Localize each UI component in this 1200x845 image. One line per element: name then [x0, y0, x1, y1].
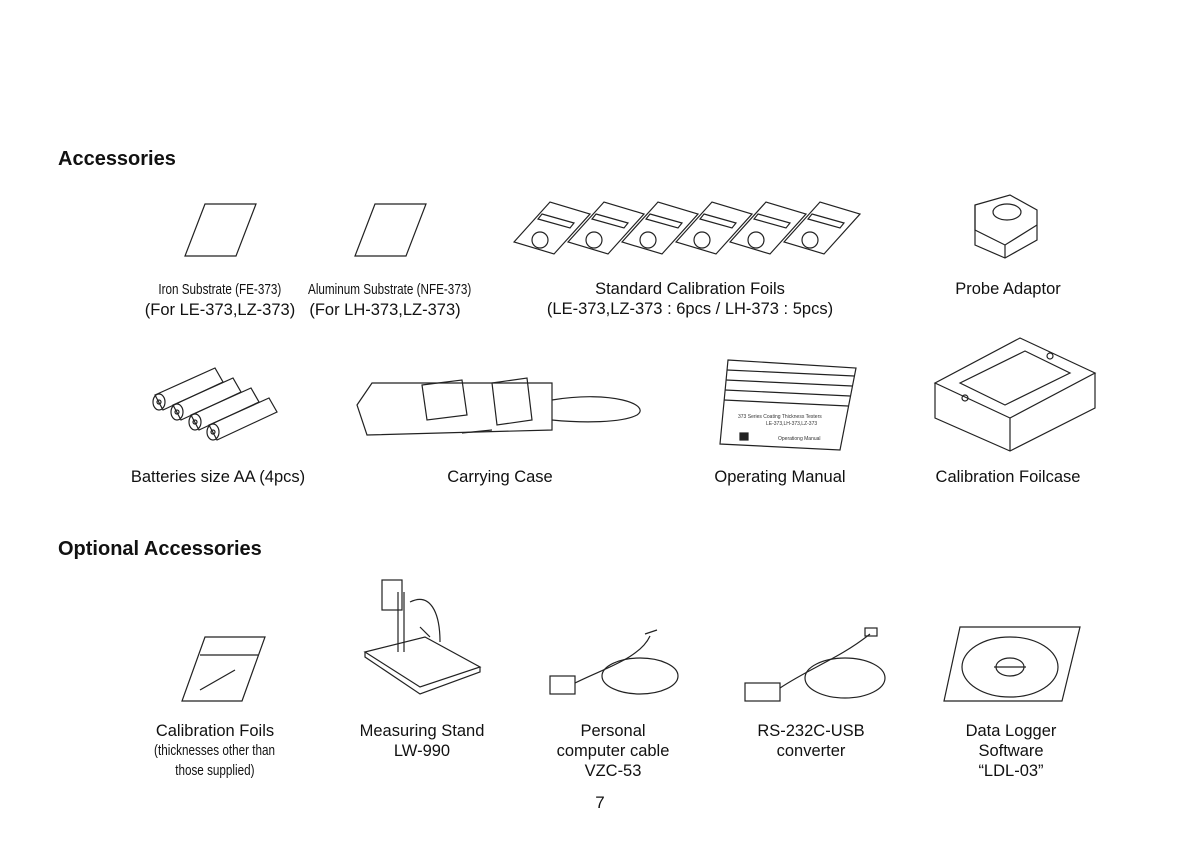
caption-line: (thicknesses other than	[154, 742, 276, 759]
caption-line: Calibration Foils	[155, 722, 275, 740]
calibration-foilcase-caption: Calibration Foilcase	[908, 467, 1108, 487]
calibration-foil-bag-illustration	[181, 636, 266, 702]
aluminum-substrate-illustration	[354, 203, 427, 257]
rs232c-usb-converter-caption: RS-232C-USB converter	[711, 721, 911, 761]
caption-line: Measuring Stand	[359, 722, 485, 740]
manual-title-text: Operationg Manual	[778, 436, 821, 442]
optional-calibration-foils-caption: Calibration Foils (thicknesses other tha…	[115, 721, 315, 781]
optional-accessories-heading: Optional Accessories	[58, 538, 262, 560]
carrying-case-illustration	[356, 377, 641, 436]
caption-line: (For LE-373,LZ-373)	[144, 301, 296, 319]
caption-line: RS-232C-USB	[757, 722, 865, 740]
caption-line: (LE-373,LZ-373 : 6pcs / LH-373 : 5pcs)	[546, 300, 834, 318]
caption-line: Calibration Foilcase	[935, 468, 1081, 486]
aluminum-substrate-caption: Aluminum Substrate (NFE-373) (For LH-373…	[285, 280, 485, 320]
caption-line: Batteries size AA (4pcs)	[130, 468, 306, 486]
page-number: 7	[595, 793, 605, 812]
caption-line: VZC-53	[584, 762, 642, 780]
iron-substrate-illustration	[184, 203, 257, 257]
operating-manual-caption: Operating Manual	[680, 467, 880, 487]
caption-line: converter	[776, 742, 846, 760]
accessories-heading: Accessories	[58, 148, 176, 170]
caption-line: Software	[978, 742, 1044, 760]
manual-models-text: LE-373,LH-373,LZ-373	[766, 421, 817, 427]
iron-substrate-caption: Iron Substrate (FE-373) (For LE-373,LZ-3…	[120, 280, 320, 320]
caption-line: Operating Manual	[714, 468, 846, 486]
caption-line: Iron Substrate (FE-373)	[158, 281, 282, 298]
caption-line: Standard Calibration Foils	[595, 280, 785, 298]
caption-line: Probe Adaptor	[955, 280, 1061, 298]
pc-cable-illustration	[549, 629, 679, 695]
caption-line: Data Logger	[965, 722, 1057, 740]
batteries-caption: Batteries size AA (4pcs)	[108, 467, 328, 487]
measuring-stand-caption: Measuring Stand LW-990	[322, 721, 522, 761]
calibration-foils-caption: Standard Calibration Foils (LE-373,LZ-37…	[490, 279, 890, 319]
probe-adaptor-caption: Probe Adaptor	[908, 279, 1108, 299]
software-cd-illustration	[943, 626, 1081, 702]
calibration-foilcase-illustration	[933, 337, 1097, 452]
caption-line: “LDL-03”	[978, 762, 1044, 780]
operating-manual-illustration: 373 Series Coating Thickness Testers LE-…	[719, 359, 857, 451]
caption-line: Aluminum Substrate (NFE-373)	[308, 281, 472, 298]
caption-line: LW-990	[393, 742, 451, 760]
manual-series-text: 373 Series Coating Thickness Testers	[738, 414, 822, 420]
calibration-foils-illustration	[512, 201, 861, 255]
rs232c-usb-converter-illustration	[744, 627, 886, 702]
measuring-stand-illustration	[363, 579, 482, 695]
carrying-case-caption: Carrying Case	[400, 467, 600, 487]
caption-line: those supplied)	[175, 762, 255, 779]
caption-line: computer cable	[556, 742, 670, 760]
probe-adaptor-illustration	[974, 194, 1038, 259]
caption-line: (For LH-373,LZ-373)	[309, 301, 461, 319]
data-logger-software-caption: Data Logger Software “LDL-03”	[911, 721, 1111, 781]
pc-cable-caption: Personal computer cable VZC-53	[513, 721, 713, 781]
caption-line: Carrying Case	[447, 468, 553, 486]
batteries-illustration	[152, 367, 278, 441]
caption-line: Personal	[580, 722, 646, 740]
